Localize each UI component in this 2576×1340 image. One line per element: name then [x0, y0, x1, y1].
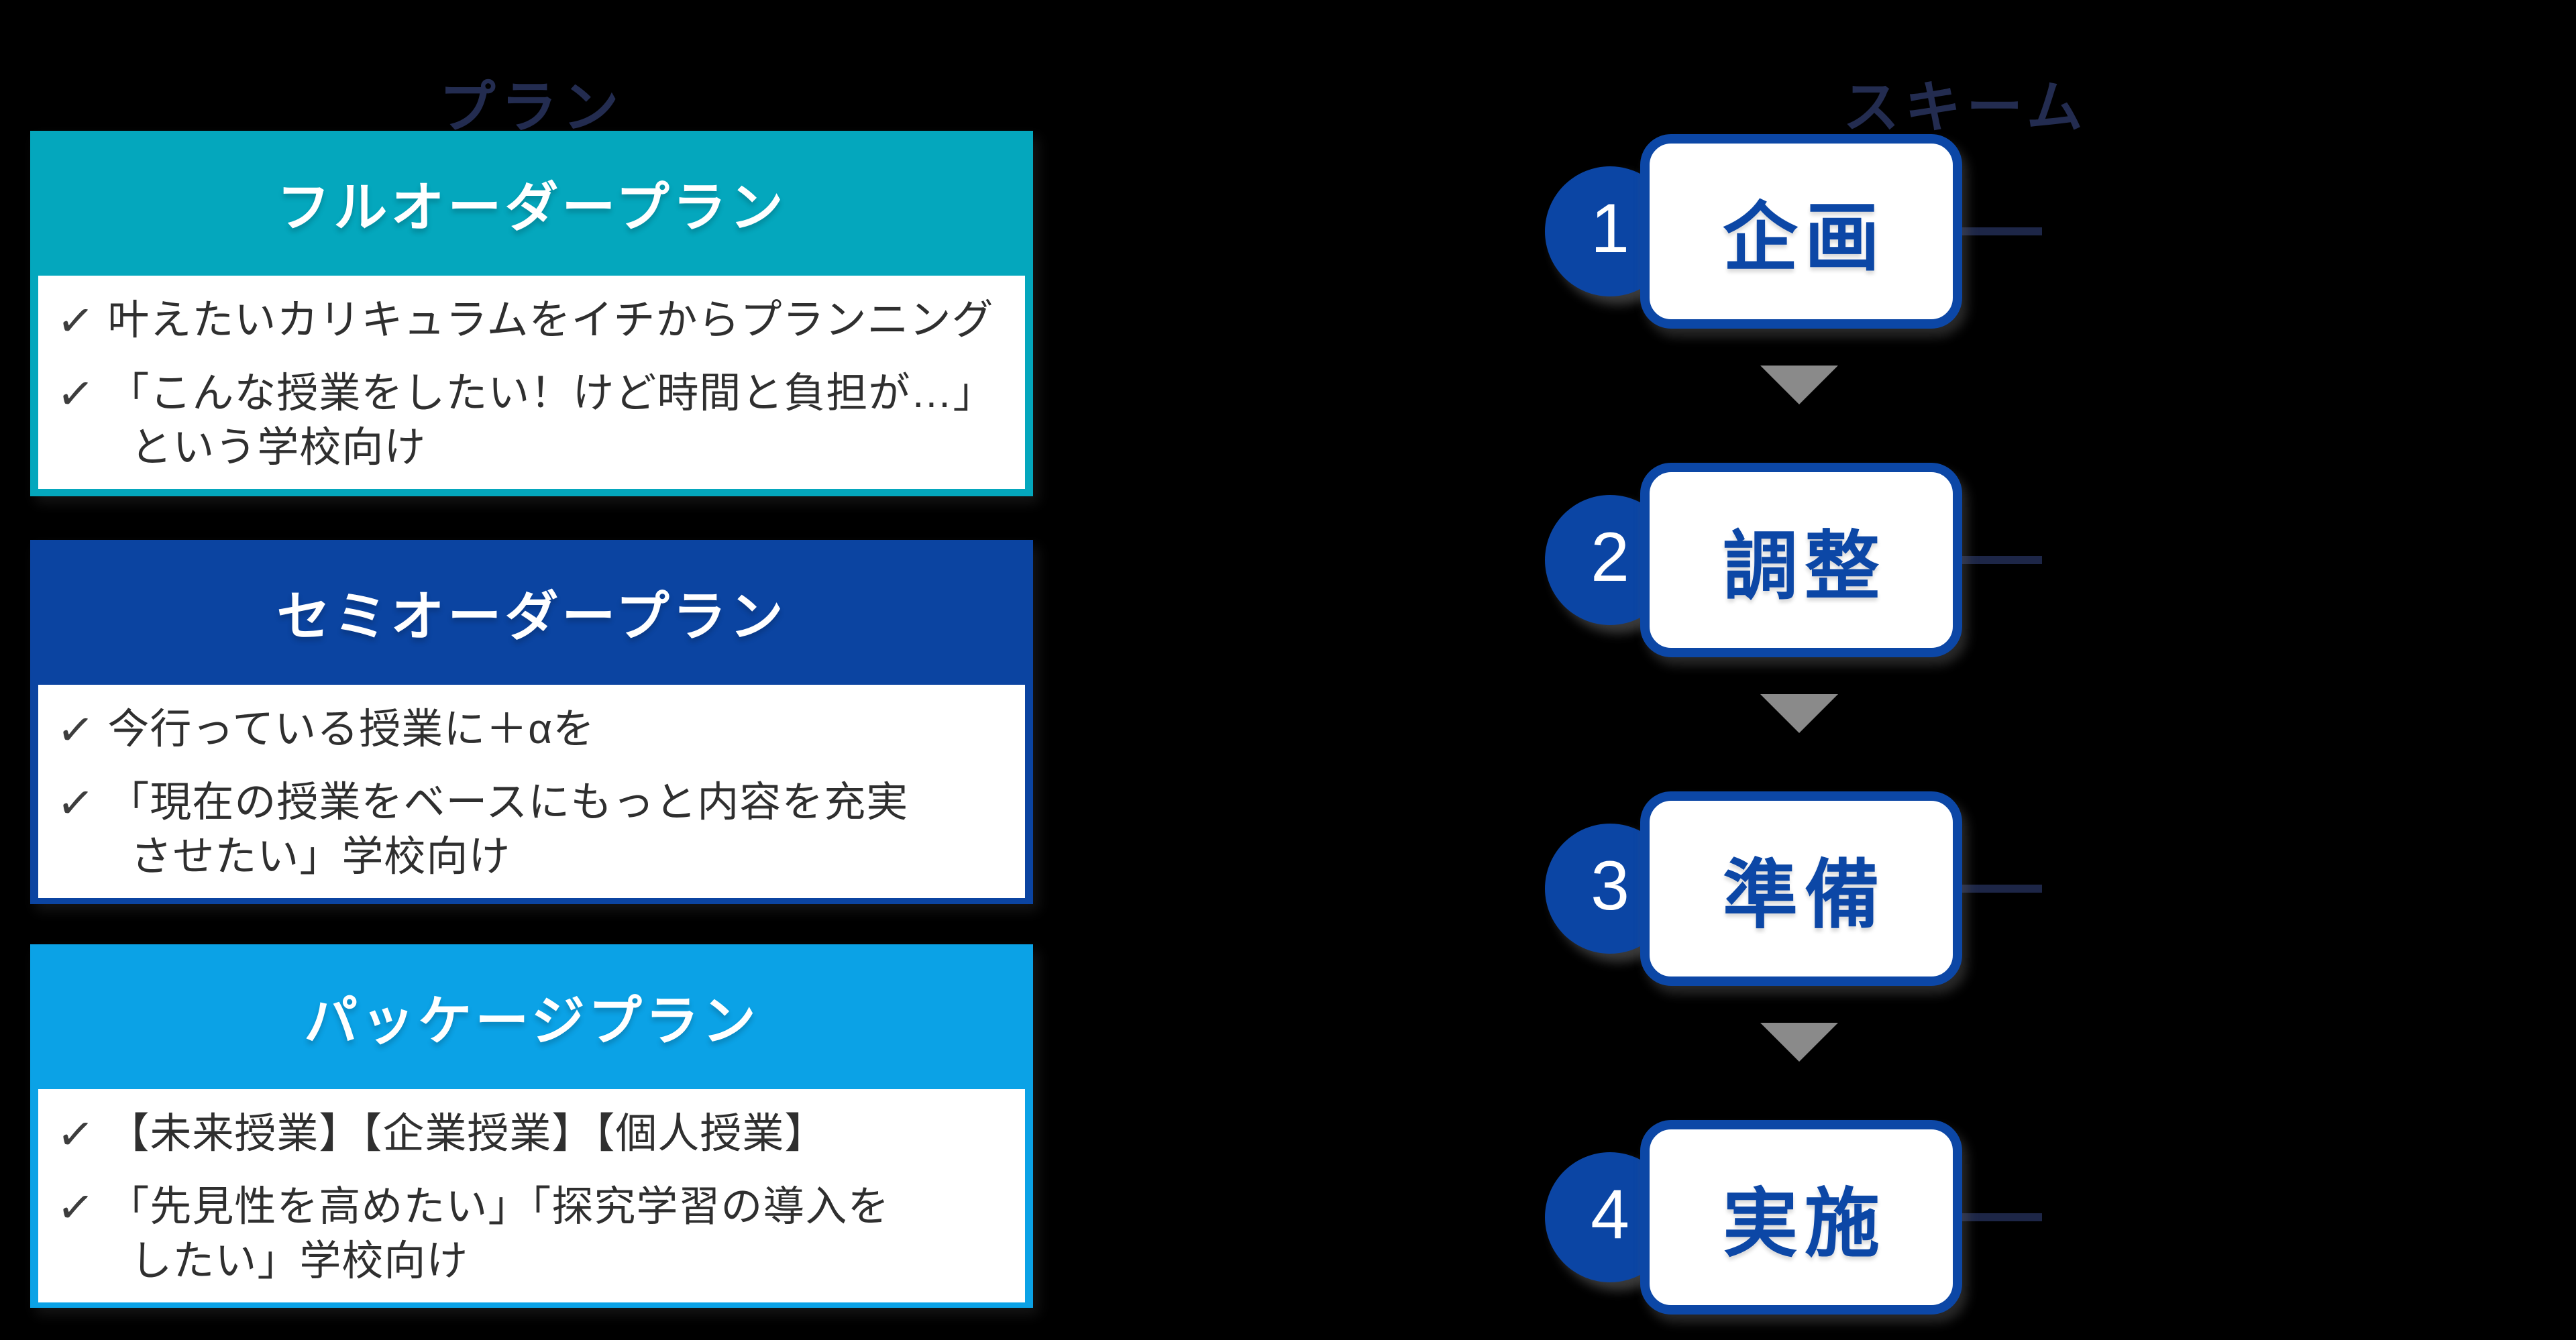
- bullet-item: ✓ 叶えたいカリキュラムをイチからプランニング: [54, 293, 1005, 349]
- bullet-item: ✓ 「現在の授業をベースにもっと内容を充実 させたい」学校向け: [54, 775, 1005, 885]
- check-icon: ✓: [54, 1180, 97, 1234]
- bullet-line: 「現在の授業をベースにもっと内容を充実: [107, 779, 909, 826]
- bullet-line: 「先見性を高めたい」「探究学習の導入を: [107, 1183, 890, 1230]
- scheme-step-2: 2 調整: [1543, 463, 2046, 657]
- step-number: 4: [1591, 1176, 1629, 1253]
- step-number: 3: [1591, 847, 1629, 925]
- bullet-text: 「先見性を高めたい」「探究学習の導入を したい」学校向け: [107, 1180, 890, 1290]
- plan-card-title: セミオーダープラン: [276, 587, 787, 647]
- bullet-line: 叶えたいカリキュラムをイチからプランニング: [107, 297, 994, 343]
- plan-card-body: ✓ 叶えたいカリキュラムをイチからプランニング ✓ 「こんな授業をしたい！けど時…: [38, 276, 1025, 490]
- step-label: 準備: [1723, 853, 1886, 937]
- check-icon: ✓: [54, 703, 97, 757]
- down-arrow-icon: [1760, 1023, 1838, 1062]
- plan-card-package: パッケージプラン ✓ 【未来授業】【企業授業】【個人授業】 ✓ 「先見性を高めた…: [30, 944, 1033, 1308]
- plan-card-full-order: フルオーダープラン ✓ 叶えたいカリキュラムをイチからプランニング ✓ 「こんな…: [30, 131, 1033, 496]
- bullet-item: ✓ 【未来授業】【企業授業】【個人授業】: [54, 1107, 1005, 1162]
- scheme-section-title: スキーム: [1843, 76, 2088, 139]
- check-icon: ✓: [54, 775, 97, 830]
- bullet-line: させたい」学校向け: [130, 834, 511, 881]
- scheme-step-3: 3 準備: [1543, 791, 2046, 986]
- step-box: 調整: [1640, 463, 1962, 657]
- plan-card-title: フルオーダープラン: [276, 178, 787, 237]
- check-icon: ✓: [54, 366, 97, 421]
- down-arrow-icon: [1760, 366, 1838, 404]
- step-connector-line: [1957, 556, 2042, 564]
- bullet-line: という学校向け: [130, 425, 427, 471]
- step-connector-line: [1957, 227, 2042, 235]
- step-box: 準備: [1640, 791, 1962, 986]
- step-connector-line: [1957, 1213, 2042, 1221]
- bullet-line: したい」学校向け: [130, 1238, 469, 1285]
- step-box: 実施: [1640, 1120, 1962, 1315]
- step-label: 実施: [1723, 1182, 1886, 1266]
- scheme-step-4: 4 実施: [1543, 1120, 2046, 1315]
- plan-card-title: パッケージプラン: [304, 991, 759, 1051]
- bullet-text: 今行っている授業に＋αを: [107, 702, 595, 757]
- step-connector-line: [1957, 885, 2042, 893]
- bullet-item: ✓ 「先見性を高めたい」「探究学習の導入を したい」学校向け: [54, 1180, 1005, 1290]
- bullet-text: 【未来授業】【企業授業】【個人授業】: [107, 1107, 826, 1162]
- plan-card-semi-order: セミオーダープラン ✓ 今行っている授業に＋αを ✓ 「現在の授業をベースにもっ…: [30, 540, 1033, 904]
- check-icon: ✓: [54, 1107, 97, 1161]
- plan-card-header: フルオーダープラン: [38, 131, 1025, 276]
- bullet-line: 【未来授業】【企業授業】【個人授業】: [107, 1111, 827, 1157]
- bullet-line: 今行っている授業に＋αを: [107, 706, 596, 752]
- step-number: 2: [1591, 518, 1629, 596]
- check-icon: ✓: [54, 294, 97, 347]
- plan-card-body: ✓ 【未来授業】【企業授業】【個人授業】 ✓ 「先見性を高めたい」「探究学習の導…: [38, 1089, 1025, 1303]
- bullet-item: ✓ 「こんな授業をしたい！けど時間と負担が…」 という学校向け: [54, 366, 1005, 476]
- step-number: 1: [1591, 190, 1629, 268]
- bullet-text: 叶えたいカリキュラムをイチからプランニング: [107, 293, 994, 348]
- bullet-text: 「こんな授業をしたい！けど時間と負担が…」 という学校向け: [107, 366, 995, 476]
- plan-card-body: ✓ 今行っている授業に＋αを ✓ 「現在の授業をベースにもっと内容を充実 させた…: [38, 685, 1025, 899]
- step-label: 企画: [1723, 196, 1886, 280]
- bullet-text: 「現在の授業をベースにもっと内容を充実 させたい」学校向け: [107, 775, 908, 885]
- down-arrow-icon: [1760, 694, 1838, 733]
- plans-section-title: プラン: [439, 76, 625, 139]
- step-box: 企画: [1640, 134, 1962, 329]
- scheme-step-1: 1 企画: [1543, 134, 2046, 329]
- plan-card-header: パッケージプラン: [38, 944, 1025, 1089]
- bullet-line: 「こんな授業をしたい！けど時間と負担が…」: [107, 370, 996, 416]
- plan-card-header: セミオーダープラン: [38, 540, 1025, 685]
- bullet-item: ✓ 今行っている授業に＋αを: [54, 702, 1005, 758]
- step-label: 調整: [1723, 524, 1886, 608]
